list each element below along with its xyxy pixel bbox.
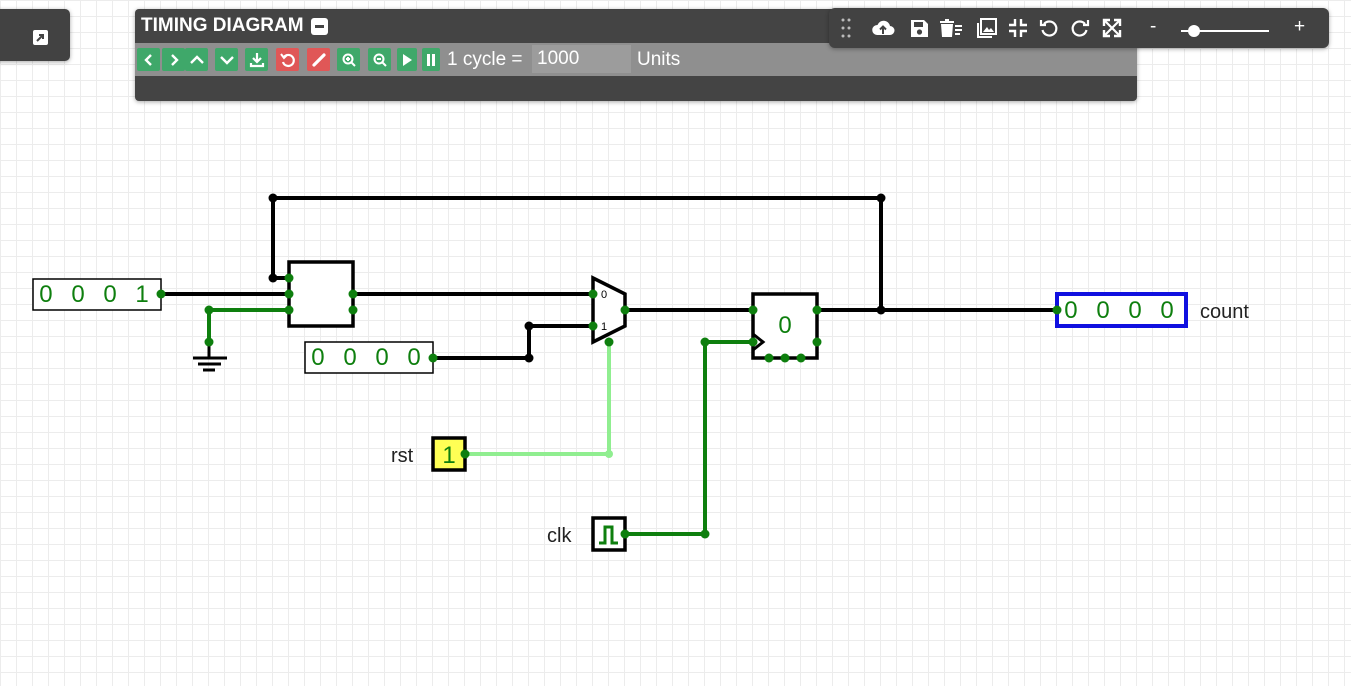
wire-clock-to-register xyxy=(623,340,755,536)
rst-label: rst xyxy=(391,445,414,467)
wire-junctions xyxy=(268,193,886,363)
expand-icon[interactable] xyxy=(33,30,48,45)
zoom-out-icon[interactable] xyxy=(368,48,391,71)
chevron-up-icon[interactable] xyxy=(185,48,208,71)
units-label: Units xyxy=(637,49,681,70)
timing-toolbar: 1 cycle = Units xyxy=(135,43,1137,76)
chevron-right-icon[interactable] xyxy=(162,48,185,71)
wire-zero-to-mux xyxy=(431,324,595,360)
redo-icon[interactable] xyxy=(1068,17,1092,39)
cycle-label: 1 cycle = xyxy=(447,49,523,70)
black-wires xyxy=(159,196,1059,360)
mux-input-0-label: 0 xyxy=(601,289,607,301)
wire-ground-to-adder xyxy=(207,308,291,344)
green-wires xyxy=(207,308,755,536)
save-icon[interactable] xyxy=(907,17,931,39)
fullscreen-icon[interactable] xyxy=(1100,17,1124,39)
adder-block[interactable] xyxy=(287,260,355,328)
rst-wire-bend xyxy=(605,450,613,458)
wire-feedback xyxy=(271,196,883,312)
clock-edge-icon xyxy=(752,332,766,352)
download-icon[interactable] xyxy=(245,48,268,71)
zoom-slider-thumb[interactable] xyxy=(1188,25,1201,37)
fit-screen-icon[interactable] xyxy=(1006,17,1030,39)
chevron-down-icon[interactable] xyxy=(215,48,238,71)
reset-icon[interactable] xyxy=(276,48,299,71)
pen-icon[interactable] xyxy=(307,48,330,71)
undo-icon[interactable] xyxy=(1037,17,1061,39)
play-icon[interactable] xyxy=(397,48,417,71)
count-label: count xyxy=(1200,301,1249,323)
image-icon[interactable] xyxy=(975,17,999,39)
count-output-value: 0 0 0 0 xyxy=(1064,297,1179,324)
register-block[interactable] xyxy=(751,292,819,360)
timing-diagram-header: TIMING DIAGRAM xyxy=(141,15,328,37)
constant-input-value: 0 0 0 1 xyxy=(39,281,154,308)
drag-handle-icon[interactable] xyxy=(834,17,858,39)
pause-icon[interactable] xyxy=(422,48,440,71)
multiplexer[interactable] xyxy=(591,275,627,345)
timing-diagram-title: TIMING DIAGRAM xyxy=(141,15,304,36)
constant-zero-box[interactable] xyxy=(304,341,434,374)
cycle-units-input[interactable] xyxy=(532,45,631,73)
zoom-slider[interactable] xyxy=(1181,30,1269,32)
pin-nodes[interactable] xyxy=(156,273,1062,539)
clock-block[interactable] xyxy=(591,516,627,552)
clk-label: clk xyxy=(547,525,572,547)
cloud-upload-icon[interactable] xyxy=(871,17,895,39)
register-value: 0 xyxy=(778,312,791,339)
minimize-icon[interactable] xyxy=(310,17,328,35)
clear-icon[interactable] xyxy=(939,17,963,39)
rst-value: 1 xyxy=(442,442,455,469)
mux-input-1-label: 1 xyxy=(601,321,607,333)
mini-panel xyxy=(0,9,70,61)
zoom-in-icon[interactable] xyxy=(337,48,360,71)
main-toolbar: - + xyxy=(829,8,1329,48)
chevron-left-icon[interactable] xyxy=(137,48,160,71)
zoom-out-button[interactable]: - xyxy=(1150,16,1157,37)
constant-zero-value: 0 0 0 0 xyxy=(311,344,426,371)
zoom-in-button[interactable]: + xyxy=(1294,16,1306,37)
rst-input-button[interactable] xyxy=(431,436,467,472)
clock-wave-icon xyxy=(599,525,618,545)
